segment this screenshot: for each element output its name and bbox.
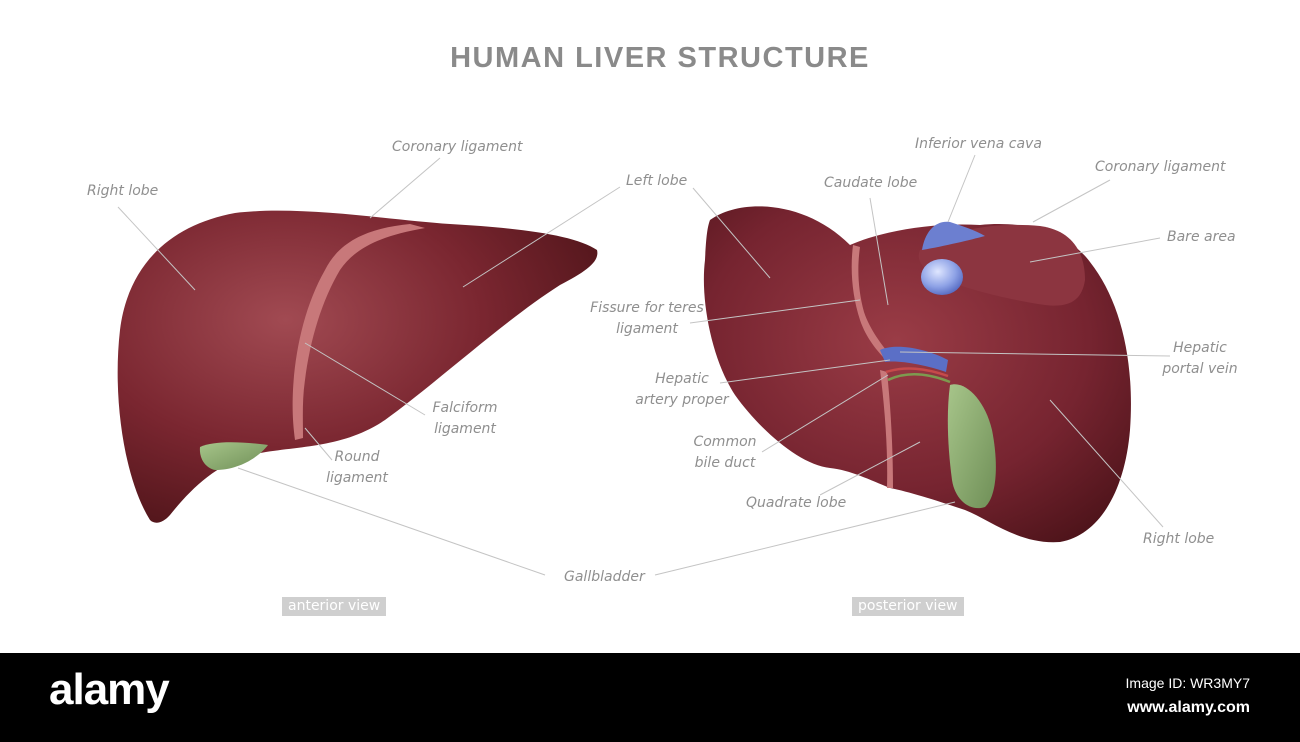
label-inferior-vena-cava: Inferior vena cava <box>915 136 1042 152</box>
leader-caudate <box>869 197 889 306</box>
posterior-liver <box>703 206 1131 543</box>
leader-gallbladder-post <box>654 501 956 576</box>
diagram-canvas: HUMAN LIVER STRUCTURE <box>87 42 1238 616</box>
leader-ivc <box>947 154 976 223</box>
label-bare-area: Bare area <box>1167 229 1236 245</box>
diagram-title: HUMAN LIVER STRUCTURE <box>450 42 870 74</box>
label-caudate-lobe: Caudate lobe <box>824 175 918 191</box>
leader-gallbladder-ant <box>237 467 546 576</box>
falciform-ligament-shape <box>292 224 425 440</box>
leader-coronary-ant <box>369 157 441 219</box>
bile-duct-shape <box>887 373 951 384</box>
leader-coronary-post <box>1032 179 1111 223</box>
leader-left-lobe-ant <box>462 186 621 288</box>
inferior-vena-cava-opening <box>921 259 963 295</box>
fissure-teres-shape <box>851 245 890 360</box>
leader-hepatic-artery <box>719 359 891 384</box>
brand-logo: alamy <box>49 665 170 714</box>
liver-illustration <box>117 154 1171 576</box>
hepatic-artery-shape <box>885 367 949 378</box>
leader-quadrate <box>819 441 921 496</box>
image-id: Image ID: WR3MY7 <box>1125 675 1250 691</box>
label-hepatic-artery-proper: Hepatic artery proper <box>635 371 729 408</box>
label-common-bile-duct: Common bile duct <box>693 434 757 471</box>
label-coronary-ligament-anterior: Coronary ligament <box>392 139 523 155</box>
anterior-liver <box>117 210 598 523</box>
posterior-view-badge: posterior view <box>852 597 964 616</box>
watermark-footer: alamy Image ID: WR3MY7 www.alamy.com <box>0 653 1300 742</box>
leader-left-lobe-post <box>692 187 771 279</box>
label-coronary-ligament-posterior: Coronary ligament <box>1095 159 1226 175</box>
leader-right-lobe-post <box>1049 399 1164 528</box>
leader-fissure <box>689 299 861 324</box>
label-right-lobe-posterior: Right lobe <box>1143 531 1215 547</box>
leader-right-lobe-ant <box>117 206 196 291</box>
label-quadrate-lobe: Quadrate lobe <box>746 495 847 511</box>
leader-bare-area <box>1029 237 1161 263</box>
anterior-gallbladder-shape <box>199 442 268 470</box>
leader-lines <box>117 154 1171 576</box>
site-url: www.alamy.com <box>1127 699 1250 716</box>
leader-bile-duct <box>761 374 889 453</box>
label-right-lobe-anterior: Right lobe <box>87 183 159 199</box>
label-left-lobe: Left lobe <box>626 173 688 189</box>
hepatic-portal-vein-shape <box>880 346 948 372</box>
inferior-vena-cava-shape <box>922 221 985 250</box>
leader-portal-vein <box>899 351 1171 357</box>
label-round-ligament: Round ligament <box>326 449 388 486</box>
leader-round <box>304 427 333 461</box>
anterior-view-badge: anterior view <box>282 597 387 616</box>
label-hepatic-portal-vein: Hepatic portal vein <box>1162 340 1238 377</box>
label-falciform-ligament: Falciform ligament <box>432 400 498 437</box>
label-fissure-teres-ligament: Fissure for teres ligament <box>590 300 704 337</box>
leader-falciform <box>304 342 426 416</box>
posterior-gallbladder-shape <box>947 384 996 509</box>
label-gallbladder: Gallbladder <box>564 569 645 585</box>
